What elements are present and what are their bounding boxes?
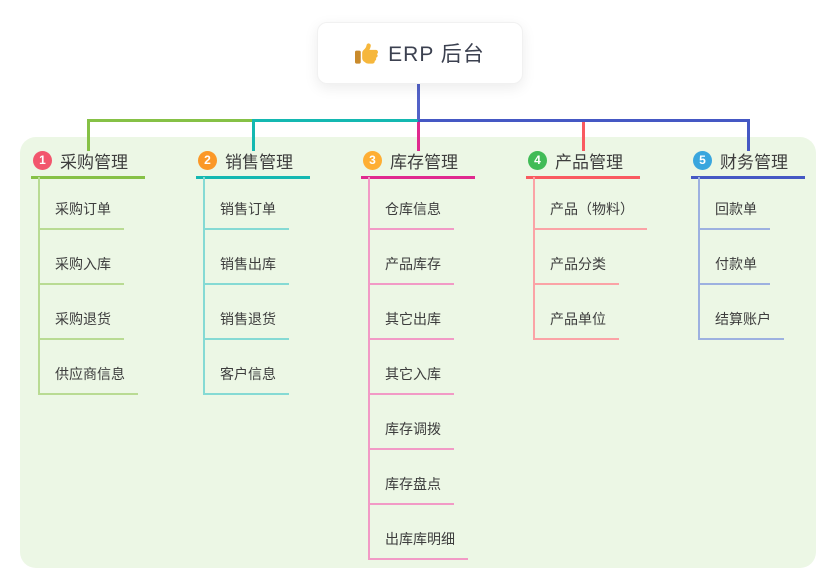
child-node-settlement-account[interactable]: 结算账户 (698, 309, 784, 340)
branch-node-product[interactable]: 4 产品管理 (526, 144, 640, 179)
child-node-purchase-inbound[interactable]: 采购入库 (38, 254, 124, 285)
branch-connector-drop-purchase (87, 119, 90, 151)
branch-label-finance: 财务管理 (720, 152, 788, 172)
child-node-product-unit[interactable]: 产品单位 (533, 309, 619, 340)
branch-label-inventory: 库存管理 (390, 152, 458, 172)
child-node-sales-return[interactable]: 销售退货 (203, 309, 289, 340)
branch-badge-sales: 2 (198, 150, 217, 170)
child-node-other-inbound[interactable]: 其它入库 (368, 364, 454, 395)
child-node-sales-order[interactable]: 销售订单 (203, 199, 289, 230)
branch-trunk-line-purchase (38, 177, 40, 395)
branch-label-product: 产品管理 (555, 152, 623, 172)
branch-badge-purchase: 1 (33, 150, 52, 170)
branch-trunk-line-sales (203, 177, 205, 395)
branch-children-product: 产品（物料） 产品分类 产品单位 (533, 175, 647, 340)
branch-label-purchase: 采购管理 (60, 152, 128, 172)
branch-trunk-line-inventory (368, 177, 370, 560)
root-label: ERP 后台 (388, 43, 485, 66)
branch-connector-h-sales (252, 119, 420, 122)
child-node-product-material[interactable]: 产品（物料） (533, 199, 647, 230)
child-node-product-stock[interactable]: 产品库存 (368, 254, 454, 285)
root-connector-line (417, 84, 420, 120)
branch-connector-drop-product (582, 119, 585, 151)
branch-trunk-line-product (533, 177, 535, 340)
branch-children-purchase: 采购订单 采购入库 采购退货 供应商信息 (38, 175, 138, 395)
child-node-stock-count[interactable]: 库存盘点 (368, 474, 454, 505)
child-node-purchase-return[interactable]: 采购退货 (38, 309, 124, 340)
child-node-purchase-order[interactable]: 采购订单 (38, 199, 124, 230)
branch-node-finance[interactable]: 5 财务管理 (691, 144, 805, 179)
child-node-sales-outbound[interactable]: 销售出库 (203, 254, 289, 285)
child-node-payment-order[interactable]: 付款单 (698, 254, 770, 285)
child-node-supplier-info[interactable]: 供应商信息 (38, 364, 138, 395)
branch-connector-drop-sales (252, 119, 255, 151)
child-node-stock-transfer[interactable]: 库存调拨 (368, 419, 454, 450)
branch-connector-drop-inventory (417, 119, 420, 151)
branch-node-inventory[interactable]: 3 库存管理 (361, 144, 475, 179)
child-node-receipt-order[interactable]: 回款单 (698, 199, 770, 230)
branch-badge-product: 4 (528, 150, 547, 170)
thumbs-up-icon (355, 42, 379, 64)
branch-trunk-line-finance (698, 177, 700, 340)
branch-label-sales: 销售管理 (225, 152, 293, 172)
branch-badge-finance: 5 (693, 150, 712, 170)
mindmap-panel (20, 137, 816, 568)
branch-children-sales: 销售订单 销售出库 销售退货 客户信息 (203, 175, 289, 395)
root-node[interactable]: ERP 后台 (317, 22, 523, 84)
branch-badge-inventory: 3 (363, 150, 382, 170)
child-node-other-outbound[interactable]: 其它出库 (368, 309, 454, 340)
child-node-warehouse-info[interactable]: 仓库信息 (368, 199, 454, 230)
branch-connector-h-finance (418, 119, 749, 122)
branch-children-inventory: 仓库信息 产品库存 其它出库 其它入库 库存调拨 库存盘点 出库库明细 (368, 175, 468, 560)
child-node-product-category[interactable]: 产品分类 (533, 254, 619, 285)
child-node-customer-info[interactable]: 客户信息 (203, 364, 289, 395)
branch-node-sales[interactable]: 2 销售管理 (196, 144, 310, 179)
branch-node-purchase[interactable]: 1 采购管理 (31, 144, 145, 179)
child-node-outbound-detail[interactable]: 出库库明细 (368, 529, 468, 560)
branch-connector-drop-finance (747, 119, 750, 151)
branch-children-finance: 回款单 付款单 结算账户 (698, 175, 784, 340)
